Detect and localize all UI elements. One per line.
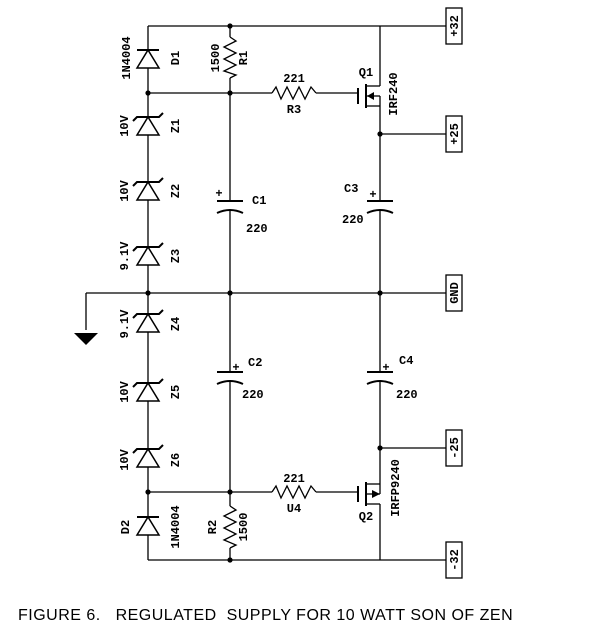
svg-text:+25: +25 [448,123,462,145]
z1-name: Z1 [169,119,183,133]
c3-plus: + [369,188,376,202]
r2-name: R2 [206,520,220,534]
terminal-plus25: +25 [445,115,463,153]
z3-name: Z3 [169,249,183,263]
r1-value: 1500 [209,44,223,73]
c3-value: 220 [342,213,364,227]
u4-value: 221 [283,472,305,486]
q1-name: Q1 [359,66,373,80]
d2-part: 1N4004 [169,505,183,548]
z2-name: Z2 [169,184,183,198]
z6-value: 10V [118,448,132,470]
figure-caption: FIGURE 6. REGULATED SUPPLY FOR 10 WATT S… [18,607,513,624]
capacitor-c3 [366,200,394,214]
diode-d2 [135,515,161,536]
terminal-minus25: -25 [445,429,463,467]
ground-symbol [74,333,98,345]
c1-plus: + [215,187,222,201]
zener-z2 [132,177,164,201]
svg-text:+32: +32 [448,15,462,37]
svg-text:-32: -32 [448,549,462,571]
svg-text:GND: GND [448,282,462,304]
resistor-r2 [222,505,238,549]
svg-text:-25: -25 [448,437,462,459]
zener-z4 [132,309,164,333]
resistor-r3 [271,85,317,101]
z4-name: Z4 [169,317,183,331]
resistor-u4 [271,484,317,500]
terminal-minus32: -32 [445,541,463,579]
zener-z3 [132,242,164,266]
terminal-gnd: GND [445,274,463,312]
mosfet-q2 [357,482,381,506]
q1-part: IRF240 [387,72,401,115]
mosfet-q1 [357,84,381,108]
u4-name: U4 [287,502,301,516]
d1-part: 1N4004 [120,36,134,79]
diode-d1 [135,48,161,69]
c2-plus: + [232,361,239,375]
r3-name: R3 [287,103,301,117]
c1-value: 220 [246,222,268,236]
c4-plus: + [382,361,389,375]
z4-value: 9.1V [118,309,132,339]
zener-z6 [132,444,164,468]
z5-name: Z5 [169,385,183,399]
c1-name: C1 [252,194,266,208]
capacitor-c2 [216,371,244,385]
z3-value: 9.1V [118,241,132,271]
c3-name: C3 [344,182,358,196]
c4-value: 220 [396,388,418,402]
terminal-plus32: +32 [445,7,463,45]
d1-name: D1 [169,51,183,65]
z5-value: 10V [118,380,132,402]
d2-name: D2 [119,520,133,534]
z6-name: Z6 [169,453,183,467]
q2-name: Q2 [359,510,373,524]
c2-value: 220 [242,388,264,402]
c2-name: C2 [248,356,262,370]
r2-value: 1500 [237,513,251,542]
capacitor-c4 [366,371,394,385]
zener-z1 [132,112,164,136]
z2-value: 10V [118,179,132,201]
c4-name: C4 [399,354,413,368]
junction-dots [145,23,383,563]
q2-part: IRFP9240 [389,459,403,517]
z1-value: 10V [118,114,132,136]
r1-name: R1 [237,51,251,65]
resistor-r1 [222,36,238,79]
capacitor-c1 [216,200,244,214]
r3-value: 221 [283,72,305,86]
zener-z5 [132,378,164,402]
